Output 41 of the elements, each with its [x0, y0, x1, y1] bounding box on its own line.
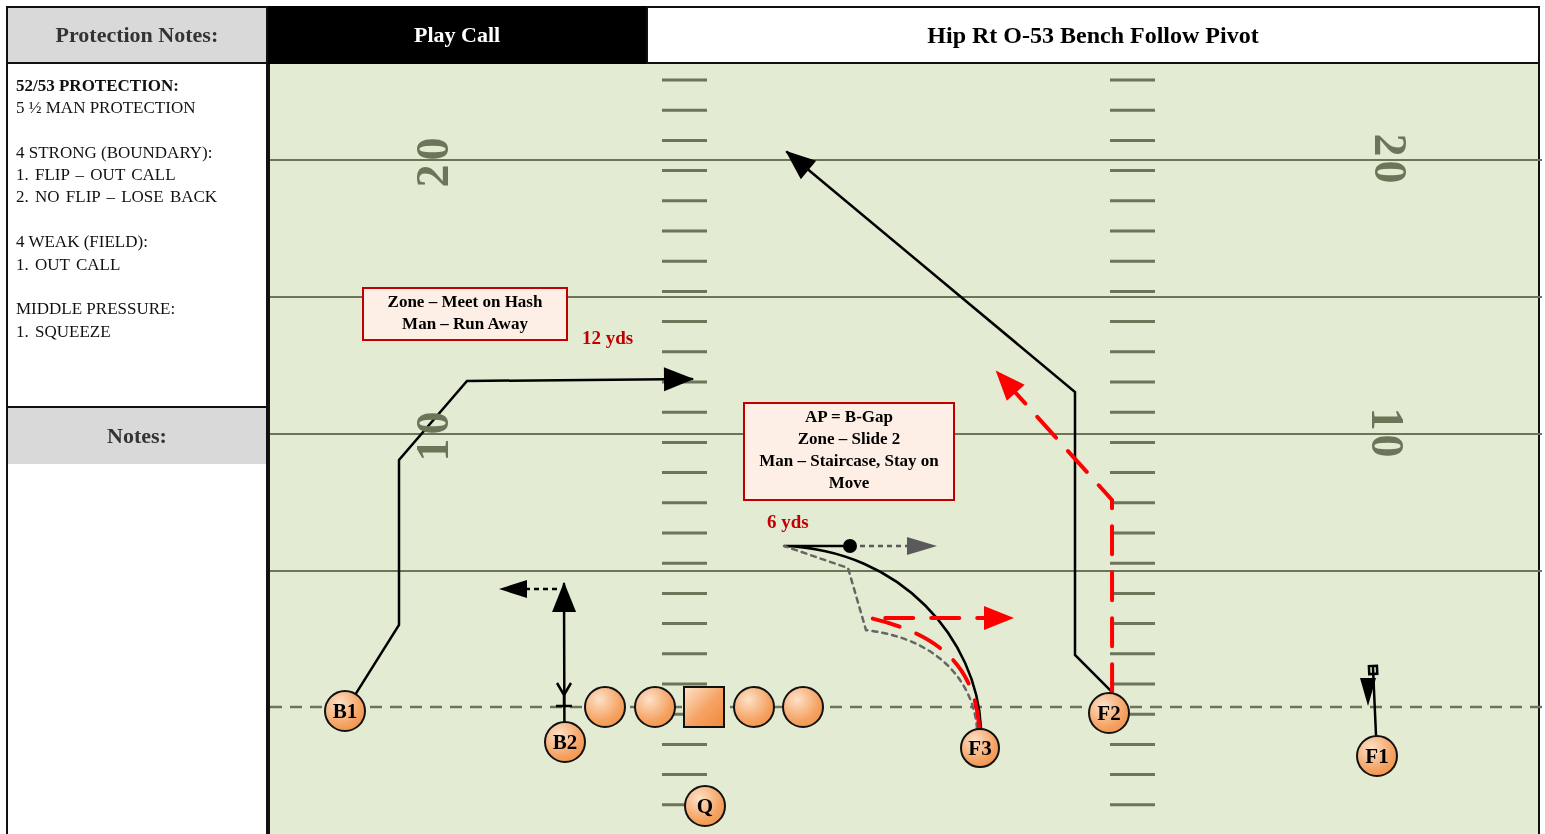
note-text: 2. NO FLIP – LOSE BACK — [16, 187, 218, 207]
player-circle: B2 — [544, 721, 586, 763]
note-text: 5 ½ MAN PROTECTION — [16, 98, 196, 118]
player-circle: F1 — [1356, 735, 1398, 777]
yard-number: 10 — [405, 407, 459, 461]
note-box — [362, 287, 568, 341]
note-text: 1. FLIP – OUT CALL — [16, 165, 176, 185]
note-text: 4 STRONG (BOUNDARY): — [16, 143, 213, 163]
note-text: Zone – Meet on Hash — [386, 291, 544, 313]
note-text: 4 WEAK (FIELD): — [16, 232, 148, 252]
header-label: Notes: — [107, 423, 167, 449]
center-square — [683, 686, 725, 728]
player-circle: F2 — [1088, 692, 1130, 734]
route-arrow — [354, 367, 694, 695]
dashed-route-arrow — [995, 370, 1115, 695]
distance-label: 12 yds — [582, 327, 634, 349]
note-text: 1. OUT CALL — [16, 255, 121, 275]
note-text: 1. SQUEEZE — [16, 322, 111, 342]
distance-label: 6 yds — [767, 511, 809, 533]
player-circle: F3 — [960, 728, 1000, 768]
player-circle: B1 — [324, 690, 366, 732]
note-box — [743, 402, 955, 501]
header-label: Protection Notes: — [55, 22, 219, 48]
note-text: MIDDLE PRESSURE: — [16, 299, 176, 319]
route-arrow — [552, 582, 577, 723]
player-circle: Q — [684, 785, 726, 827]
lineman-circle — [733, 686, 775, 728]
note-text: 52/53 PROTECTION: — [16, 76, 179, 96]
dashed-route-arrow — [868, 606, 1014, 730]
note-text: Man – Run Away — [401, 313, 529, 335]
note-text: Man – Staircase, Stay on Move — [758, 450, 940, 494]
yard-number: 20 — [405, 133, 459, 187]
header-label: Play Call — [414, 22, 501, 48]
title: Hip Rt O-53 Bench Follow Pivot — [926, 20, 1260, 50]
note-text: AP = B-Gap — [803, 406, 895, 428]
yard-number: 20 — [1363, 133, 1417, 187]
lineman-circle — [634, 686, 676, 728]
lineman-circle — [584, 686, 626, 728]
lineman-circle — [782, 686, 824, 728]
note-text: Zone – Slide 2 — [796, 428, 902, 450]
yard-number: 10 — [1360, 407, 1414, 461]
